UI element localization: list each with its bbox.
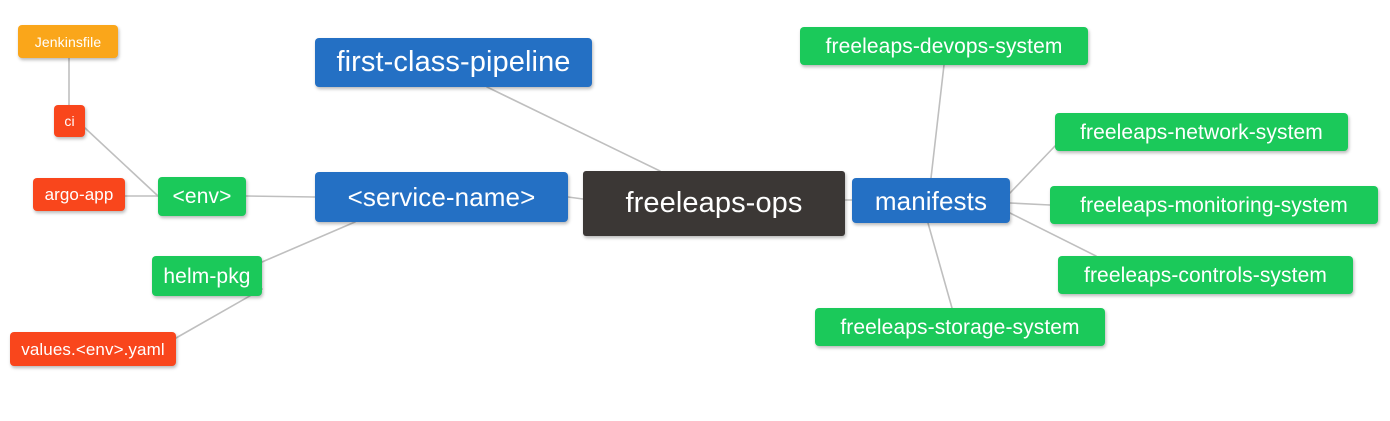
node-jenkinsfile[interactable]: Jenkinsfile (18, 25, 118, 58)
node-network-system[interactable]: freeleaps-network-system (1055, 113, 1348, 151)
node-service-name[interactable]: <service-name> (315, 172, 568, 222)
node-storage-system[interactable]: freeleaps-storage-system (815, 308, 1105, 346)
node-ci[interactable]: ci (54, 105, 85, 137)
node-manifests[interactable]: manifests (852, 178, 1010, 223)
node-controls-system[interactable]: freeleaps-controls-system (1058, 256, 1353, 294)
node-env[interactable]: <env> (158, 177, 246, 216)
node-monitoring-system[interactable]: freeleaps-monitoring-system (1050, 186, 1378, 224)
node-helm-pkg[interactable]: helm-pkg (152, 256, 262, 296)
node-argo-app[interactable]: argo-app (33, 178, 125, 211)
node-first-class-pipeline[interactable]: first-class-pipeline (315, 38, 592, 87)
node-values-yaml[interactable]: values.<env>.yaml (10, 332, 176, 366)
node-freeleaps-ops[interactable]: freeleaps-ops (583, 171, 845, 236)
node-devops-system[interactable]: freeleaps-devops-system (800, 27, 1088, 65)
